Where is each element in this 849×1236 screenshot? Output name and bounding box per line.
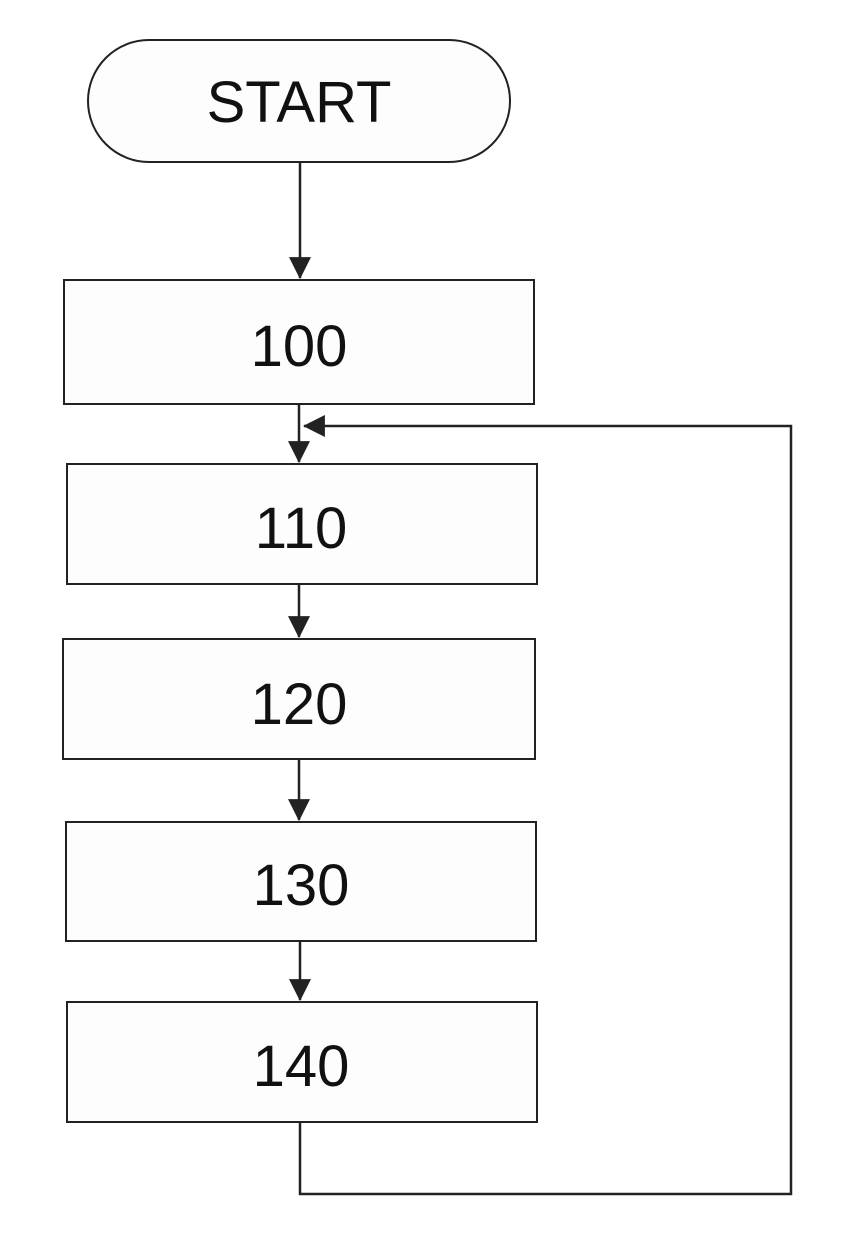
process-label-100: 100: [251, 314, 348, 379]
process-label-110: 110: [255, 496, 347, 561]
process-label-120: 120: [251, 672, 348, 737]
process-label-140: 140: [253, 1034, 350, 1099]
process-box-100: 100: [64, 280, 534, 404]
process-label-130: 130: [253, 853, 350, 918]
start-label: START: [207, 70, 392, 135]
process-box-120: 120: [63, 639, 535, 759]
start-terminator: START: [88, 40, 510, 162]
process-box-130: 130: [66, 822, 536, 941]
process-box-140: 140: [67, 1002, 537, 1122]
process-box-110: 110: [67, 464, 537, 584]
